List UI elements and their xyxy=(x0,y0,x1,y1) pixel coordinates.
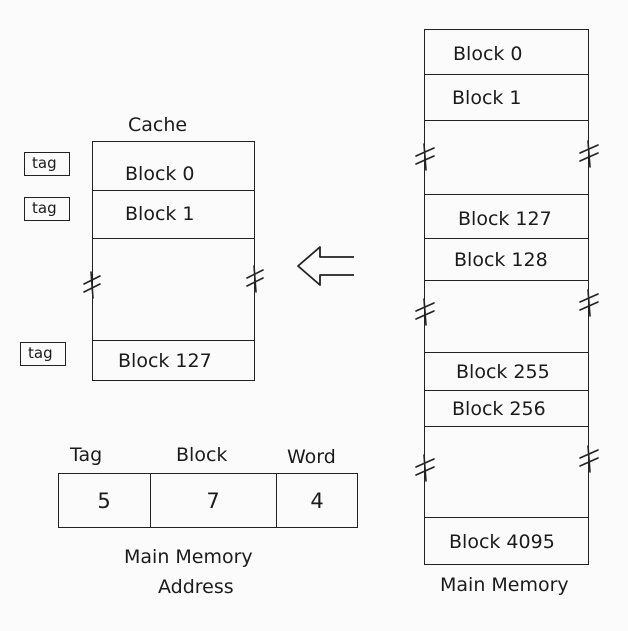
cache-tag-box: tag xyxy=(24,152,70,176)
cache-tag-label: tag xyxy=(28,344,53,362)
memory-block-label: Block 255 xyxy=(456,361,550,383)
cache-block-label: Block 1 xyxy=(125,203,195,225)
cache-box xyxy=(92,141,255,381)
memory-block-label: Block 0 xyxy=(453,43,523,65)
memory-divider xyxy=(424,517,589,518)
memory-divider xyxy=(424,390,589,391)
memory-block-label: Block 1 xyxy=(452,87,522,109)
memory-divider xyxy=(424,352,589,353)
cache-block-label: Block 127 xyxy=(118,350,212,372)
address-divider xyxy=(276,473,277,528)
address-value-word: 4 xyxy=(310,488,324,513)
cache-title: Cache xyxy=(128,114,188,136)
cache-block-label: Block 0 xyxy=(125,163,195,185)
address-header-block: Block xyxy=(176,444,228,466)
memory-divider xyxy=(424,120,589,121)
cache-divider xyxy=(92,238,255,239)
memory-block-label: Block 128 xyxy=(454,249,548,271)
memory-divider xyxy=(424,74,589,75)
memory-divider xyxy=(424,426,589,427)
memory-block-label: Block 256 xyxy=(452,398,546,420)
cache-tag-label: tag xyxy=(32,199,57,217)
memory-divider xyxy=(424,280,589,281)
memory-box xyxy=(424,29,589,565)
cache-tag-box: tag xyxy=(20,342,66,366)
address-header-word: Word xyxy=(287,446,336,468)
memory-divider xyxy=(424,238,589,239)
address-caption-line2: Address xyxy=(158,576,234,598)
memory-block-label: Block 4095 xyxy=(449,531,555,553)
address-value-tag: 5 xyxy=(97,488,111,513)
address-divider xyxy=(150,473,151,528)
memory-divider xyxy=(424,194,589,195)
address-header-tag: Tag xyxy=(70,444,103,466)
address-value-block: 7 xyxy=(206,488,220,513)
address-caption-line1: Main Memory xyxy=(124,546,253,568)
memory-block-label: Block 127 xyxy=(458,208,552,230)
cache-tag-box: tag xyxy=(24,197,70,221)
cache-divider xyxy=(92,340,255,341)
address-box xyxy=(58,473,358,528)
cache-tag-label: tag xyxy=(32,154,57,172)
memory-caption: Main Memory xyxy=(440,574,569,596)
cache-divider xyxy=(92,190,255,191)
